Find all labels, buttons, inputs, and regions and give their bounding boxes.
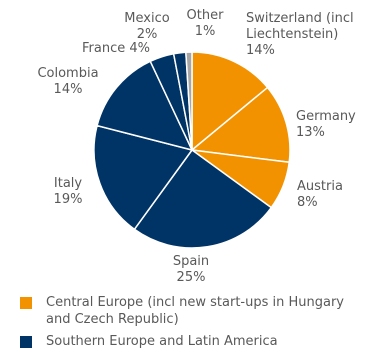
- legend-label-southern: Southern Europe and Latin America: [46, 334, 278, 349]
- pie-slice-other: [185, 51, 193, 151]
- legend-swatch-central: [20, 297, 32, 309]
- slice-label-france: France 4%: [82, 41, 150, 56]
- pie-slice-italy: [93, 124, 193, 231]
- legend: Central Europe (incl new start-ups in Hu…: [20, 294, 370, 350]
- legend-item-central: Central Europe (incl new start-ups in Hu…: [20, 294, 370, 328]
- pie-slice-switzerland-incl-liechtenstein: [191, 51, 269, 151]
- pie-slice-spain: [133, 149, 273, 249]
- legend-swatch-southern: [20, 336, 32, 348]
- pie-slice-germany: [191, 86, 291, 164]
- pie-slice-colombia: [96, 60, 193, 151]
- legend-label-central: Central Europe (incl new start-ups in Hu…: [46, 295, 344, 327]
- legend-item-southern: Southern Europe and Latin America: [20, 333, 370, 350]
